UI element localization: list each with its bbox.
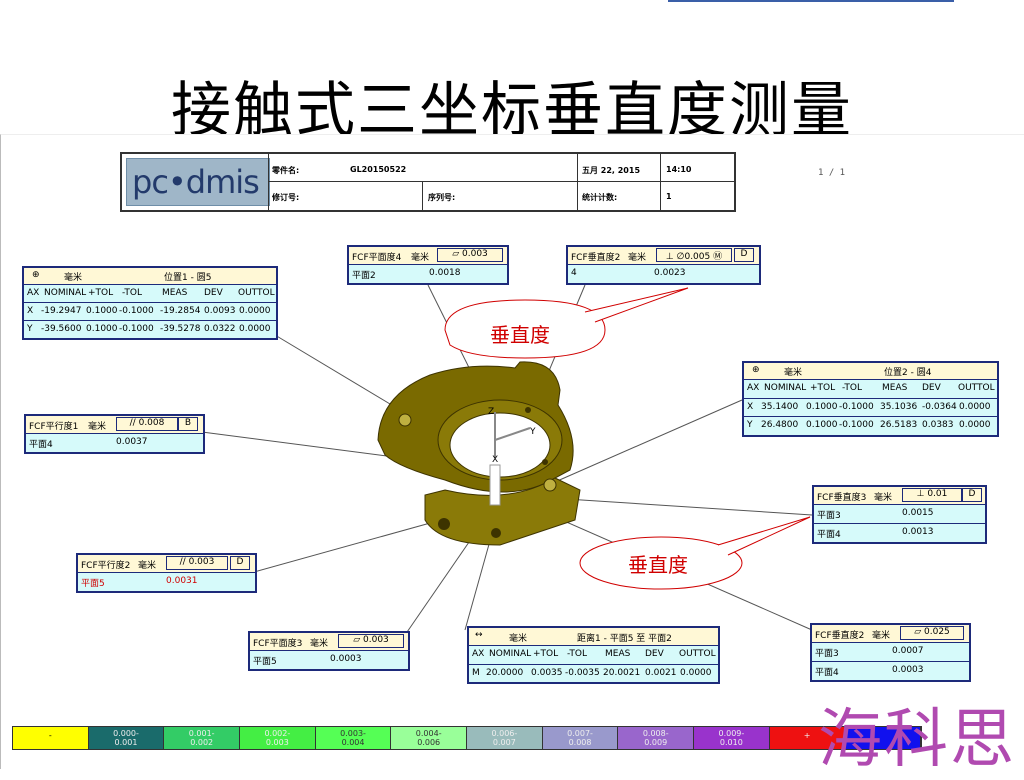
legend-swatch: -: [13, 727, 89, 749]
position-icon: ⊕: [32, 270, 40, 280]
fcf-perpendicularity2-top: FCF垂直度2 毫米 ⊥ ∅0.005 Ⓜ D 4 0.0023: [566, 245, 761, 285]
legend-swatch: 0.009- 0.010: [694, 727, 770, 749]
legend-swatch: 0.004- 0.006: [391, 727, 468, 749]
callout2-text: 垂直度: [628, 553, 688, 577]
callout-perpendicularity-1: 垂直度: [444, 287, 689, 359]
distance-icon: ↔: [475, 630, 483, 640]
legend-swatch: +: [769, 727, 846, 749]
fcf-parallelism2: FCF平行度2 毫米 // 0.003 D 平面5 0.0031: [76, 553, 257, 593]
legend-swatch: 0.008- 0.009: [618, 727, 695, 749]
unit-label: 毫米: [411, 253, 430, 263]
unit-label: 毫米: [64, 273, 83, 283]
part-value: GL20150522: [350, 165, 407, 174]
callout-perpendicularity-2: 垂直度: [579, 516, 811, 590]
pcdmis-logo: pc•dmis: [126, 158, 270, 206]
fcf-flatness4: FCF平面度4 毫米 ▱ 0.003 平面2 0.0018: [347, 245, 509, 285]
perpendicularity-icon: ⊥: [916, 489, 925, 499]
legend-swatch: 0.003- 0.004: [315, 727, 392, 749]
perpendicularity-icon: ⊥: [665, 252, 674, 262]
flatness-icon: ▱: [452, 249, 460, 259]
feature-name: 位置1 - 圆5: [164, 273, 212, 283]
report-time: 14:10: [666, 165, 692, 174]
part-label: 零件名:: [272, 166, 300, 175]
fcf-parallelism1: FCF平行度1 毫米 // 0.008 B 平面4 0.0037: [24, 414, 205, 454]
parallelism-icon: //: [179, 557, 186, 567]
legend-swatch: 0.007- 0.008: [542, 727, 619, 749]
brand-watermark: 海科思: [818, 703, 1016, 777]
stat-count-value: 1: [666, 192, 672, 201]
callout1-text: 垂直度: [490, 323, 550, 347]
axis-z-label: Z: [488, 407, 494, 417]
axis-y-label: Y: [529, 427, 536, 437]
table-row: 平面3 0.0007: [812, 643, 969, 662]
top-accent-line: [668, 0, 954, 2]
table-row: 平面3 0.0015: [814, 505, 985, 524]
legend-swatch: 0.006- 0.007: [467, 727, 543, 749]
fcf-name: FCF平面度4: [352, 253, 402, 263]
legend-swatch: 0.002- 0.003: [240, 727, 316, 749]
fcf-flatness3: FCF平面度3 毫米 ▱ 0.003 平面5 0.0003: [248, 631, 410, 671]
legend-swatch: 0.000- 0.001: [88, 727, 165, 749]
stat-count-label: 统计计数:: [582, 193, 618, 202]
legend-swatch: 0.001- 0.002: [164, 727, 241, 749]
page-number: 1 / 1: [818, 168, 846, 178]
flatness-icon: ▱: [353, 635, 361, 645]
flatness-icon: ▱: [914, 627, 922, 637]
part-3d-model: [377, 361, 581, 546]
revision-label: 修订号:: [272, 193, 300, 202]
serial-label: 序列号:: [428, 193, 456, 202]
axis-x-label: X: [492, 455, 498, 465]
fcf-perpendicularity3: FCF垂直度3 毫米 ⊥ 0.01 D 平面3 0.0015 平面4 0.001…: [812, 485, 987, 544]
report-date: 五月 22, 2015: [582, 166, 641, 175]
legend-swatch: [845, 727, 922, 749]
parallelism-icon: //: [129, 418, 136, 428]
fcf-perpendicularity2-bottom: FCF垂直度2 毫米 ▱ 0.025 平面3 0.0007 平面4 0.0003: [810, 623, 971, 682]
report-header: pc•dmis 零件名: GL20150522 五月 22, 2015 14:1…: [120, 152, 736, 212]
position-icon: ⊕: [752, 365, 760, 375]
